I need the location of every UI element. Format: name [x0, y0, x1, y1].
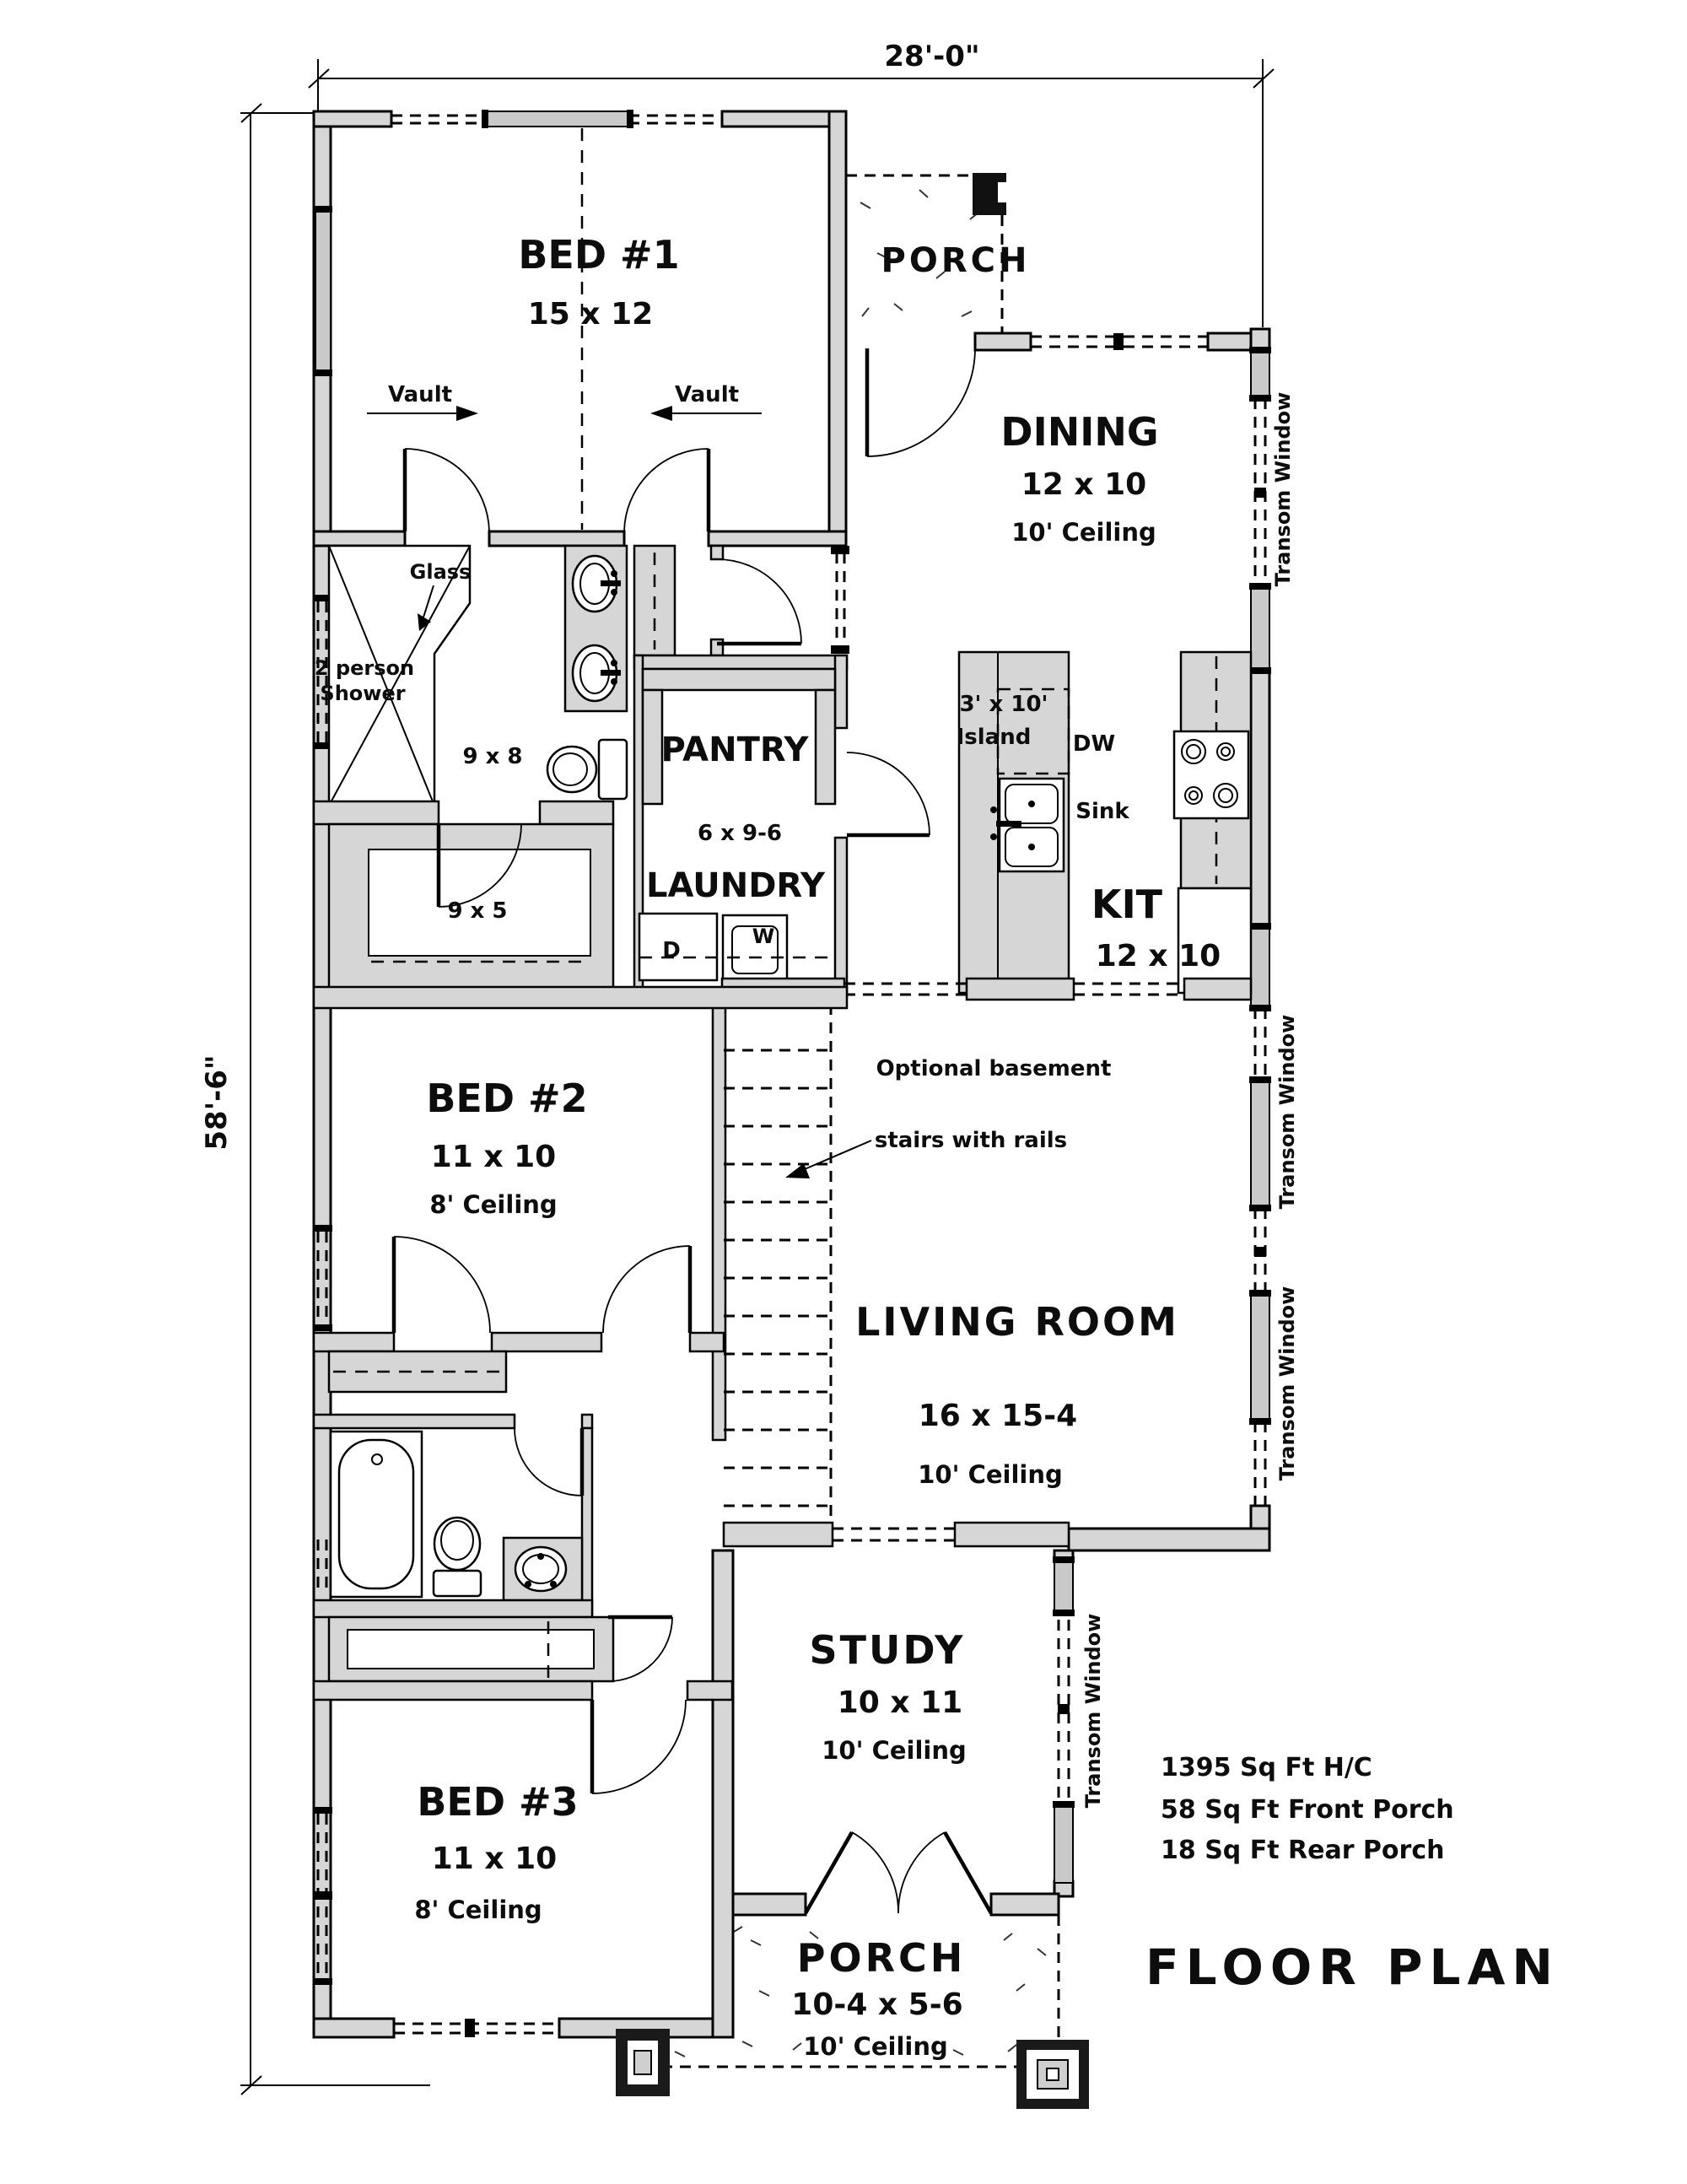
overall-depth-dim: 58'-6" [200, 1054, 234, 1150]
shower-label-2: Shower [320, 682, 405, 705]
bed1-top-window [486, 111, 629, 127]
bed1-left-window [315, 210, 331, 372]
island-size-label: 3' x 10' [959, 692, 1048, 717]
living-label: LIVING ROOM [855, 1299, 1179, 1345]
front-porch-size: 10-4 x 5-6 [791, 1987, 962, 2022]
island-label: Island [957, 725, 1032, 750]
bed2-ceiling: 8' Ceiling [429, 1190, 557, 1219]
master-closet: 9 x 5 [312, 800, 615, 997]
vault-arrow-left: Vault [367, 382, 478, 421]
master-closet-size: 9 x 5 [447, 898, 507, 924]
front-porch: PORCH 10-4 x 5-6 10' Ceiling [616, 1935, 1089, 2109]
svg-text:D: D [662, 938, 681, 963]
porch-post-left [616, 2029, 670, 2096]
dining-ceiling: 10' Ceiling [1011, 518, 1156, 547]
bed1-size: 15 x 12 [528, 297, 653, 332]
pantry-size: 6 x 9-6 [698, 821, 782, 846]
stairs-note-2: stairs with rails [875, 1128, 1067, 1153]
sqft-rear-porch: 18 Sq Ft Rear Porch [1161, 1836, 1444, 1865]
study-size: 10 x 11 [838, 1685, 962, 1720]
sink-label: Sink [1075, 799, 1129, 824]
transom-labels: Transom Window Transom Window Transom Wi… [1081, 392, 1299, 1809]
stove [1172, 730, 1250, 820]
room-study: STUDY 10 x 11 10' Ceiling [804, 1627, 993, 1915]
sqft-hc: 1395 Sq Ft H/C [1161, 1753, 1372, 1782]
shower-label-1: 2 person [315, 656, 414, 680]
glass-label: Glass [410, 560, 472, 584]
bed3-ceiling: 8' Ceiling [414, 1895, 542, 1924]
kitchen-sink [990, 777, 1065, 873]
dryer [638, 912, 719, 982]
dining-label: DINING [1000, 409, 1158, 455]
bed2-label: BED #2 [426, 1076, 587, 1121]
front-porch-ceiling: 10' Ceiling [803, 2032, 948, 2061]
transom-label-study: Transom Window [1081, 1614, 1105, 1809]
bed3-label: BED #3 [417, 1779, 578, 1825]
pantry: PANTRY 6 x 9-6 [633, 654, 930, 1000]
dimension-lines: 28'-0" 58'-6" [200, 40, 1275, 2095]
laundry-label: LAUNDRY [646, 866, 826, 905]
dw-label: DW [1073, 731, 1115, 757]
hall-bath [312, 1413, 594, 1619]
kitchen-label: KIT [1091, 882, 1163, 927]
plan-notes: 1395 Sq Ft H/C 58 Sq Ft Front Porch 18 S… [1145, 1753, 1560, 1996]
pantry-label: PANTRY [661, 731, 810, 769]
living-ceiling: 10' Ceiling [918, 1460, 1063, 1489]
front-porch-label: PORCH [797, 1935, 967, 1981]
porch-post-right [1016, 2040, 1089, 2109]
rear-porch-floor [860, 189, 979, 317]
stairs-note-1: Optional basement [876, 1056, 1112, 1081]
study-ceiling: 10' Ceiling [822, 1736, 967, 1765]
svg-text:W: W [752, 925, 774, 948]
hall-bath-sink [502, 1536, 584, 1602]
hall-toilet [432, 1516, 482, 1598]
bed1-label: BED #1 [518, 232, 679, 278]
overall-width-dim: 28'-0" [884, 40, 979, 73]
room-bed1: BED #1 15 x 12 Vault Vault [312, 128, 848, 547]
transom-label-living-2: Transom Window [1275, 1286, 1299, 1481]
vault-arrow-right: Vault [650, 382, 762, 421]
rear-porch-label: PORCH [881, 241, 1031, 280]
windows [314, 110, 1271, 2037]
exterior-walls [312, 110, 1271, 2039]
living-size: 16 x 15-4 [919, 1399, 1077, 1433]
stairs: Optional basement stairs with rails [711, 996, 1112, 1545]
master-bath: Glass 2 person Shower 9 x 8 [315, 544, 802, 807]
svg-text:Vault: Vault [675, 382, 739, 407]
svg-text:Vault: Vault [388, 382, 452, 407]
study-label: STUDY [809, 1627, 965, 1673]
room-bed2: BED #2 11 x 10 8' Ceiling [312, 985, 849, 1394]
master-toilet [546, 738, 628, 801]
laundry: LAUNDRY D W [638, 866, 835, 982]
plan-title: FLOOR PLAN [1145, 1939, 1560, 1996]
rear-porch: PORCH [846, 173, 1031, 457]
transom-label-dining: Transom Window [1271, 392, 1295, 587]
dining-size: 12 x 10 [1021, 467, 1146, 502]
bed2-size: 11 x 10 [431, 1140, 556, 1174]
french-doors [804, 1831, 993, 1915]
room-dining: DINING 12 x 10 10' Ceiling [831, 409, 1159, 654]
sqft-front-porch: 58 Sq Ft Front Porch [1161, 1795, 1454, 1825]
kitchen-size: 12 x 10 [1096, 939, 1221, 973]
master-bath-size: 9 x 8 [462, 744, 522, 769]
room-living: LIVING ROOM 16 x 15-4 10' Ceiling [722, 1299, 1179, 1548]
room-bed3: BED #3 11 x 10 8' Ceiling [312, 1615, 734, 1924]
kitchen: 3' x 10' Island DW Sink KIT 12 x 10 [720, 650, 1253, 1001]
bed3-size: 11 x 10 [432, 1842, 557, 1876]
transom-label-living-1: Transom Window [1275, 1015, 1299, 1210]
bathtub [329, 1430, 423, 1599]
